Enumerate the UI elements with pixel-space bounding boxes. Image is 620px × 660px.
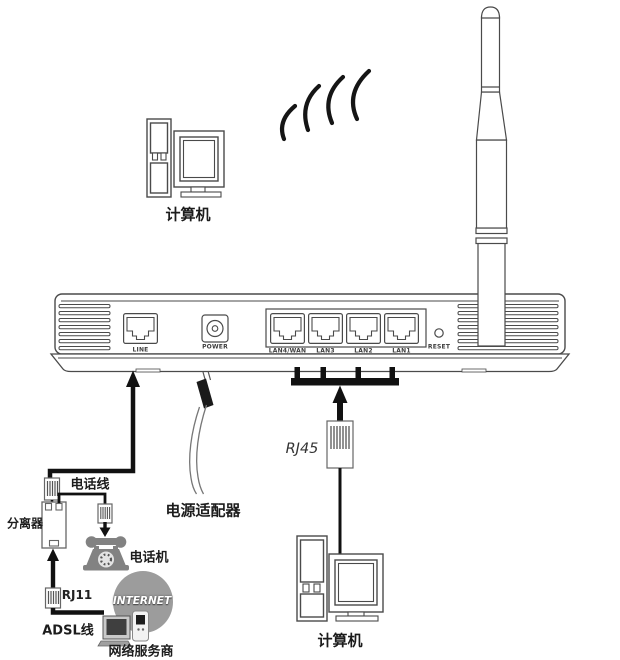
- computer-bottom-label: 计算机: [317, 631, 363, 650]
- rj11-connector-phone: [97, 503, 113, 524]
- isp-equipment: [97, 610, 149, 647]
- computer-bottom: [296, 535, 384, 622]
- power-adapter-cable: [189, 370, 214, 495]
- power-port: [201, 314, 229, 343]
- reset-button-label: RESET: [427, 343, 451, 351]
- computer-top: [146, 118, 225, 198]
- phone-arrow: [99, 522, 111, 537]
- rj45-arrow: [332, 385, 348, 422]
- rj45-label: RJ45: [285, 441, 319, 457]
- telephone-label: 电话机: [129, 550, 169, 566]
- adsl-line-label: ADSL线: [42, 623, 94, 639]
- computer-top-label: 计算机: [165, 205, 211, 224]
- phone-branch-wire: [57, 492, 107, 504]
- splitter-label: 分离器: [6, 516, 44, 531]
- rj11-connector-top: [43, 477, 61, 501]
- internet-cloud-label: INTERNET: [112, 595, 172, 607]
- power-port-label: POWER: [202, 343, 228, 351]
- lan1-port-label: LAN1: [392, 347, 411, 354]
- rj11-connector-adsl: [44, 587, 62, 609]
- left-vent-slats: [58, 304, 111, 351]
- rj11-label: RJ11: [61, 588, 93, 602]
- lan4-wan-port-label: LAN4/WAN: [268, 347, 307, 354]
- phone-line-label: 电话线: [70, 477, 110, 493]
- adsl-wire: [50, 608, 104, 615]
- lan1-port: [384, 313, 419, 344]
- power-adapter-label: 电源适配器: [165, 501, 241, 520]
- rj45-connector: [326, 420, 354, 469]
- splitter-box: [41, 501, 67, 549]
- antenna: [475, 6, 508, 347]
- telephone: [83, 536, 129, 571]
- line-port-label: LINE: [132, 346, 149, 354]
- adsl-arrow-up: [47, 548, 59, 588]
- line-cable: [47, 370, 140, 479]
- wifi-signal-waves: [279, 68, 372, 142]
- lan3-port: [308, 313, 343, 344]
- lan2-port: [346, 313, 381, 344]
- reset-button: [434, 328, 444, 338]
- lan2-port-label: LAN2: [354, 347, 373, 354]
- lan-cable-bus: [291, 367, 399, 386]
- lan3-port-label: LAN3: [316, 347, 335, 354]
- right-vent-slats: [457, 304, 559, 351]
- isp-label: 网络服务商: [108, 644, 174, 660]
- lan4-wan-port: [270, 313, 305, 344]
- line-port: [122, 313, 158, 344]
- router-back-panel: [49, 293, 571, 373]
